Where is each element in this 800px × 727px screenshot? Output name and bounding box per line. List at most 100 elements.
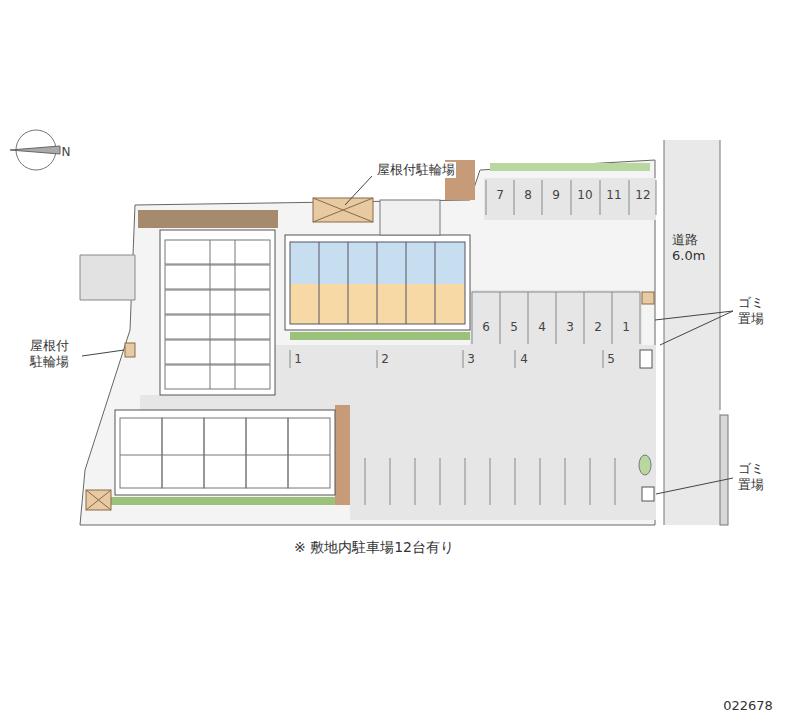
parking-area — [470, 290, 642, 345]
stall-line — [472, 292, 640, 293]
stall-number: 1 — [294, 352, 302, 367]
parking-area — [350, 405, 656, 520]
stall-line — [515, 350, 516, 368]
shelter — [86, 490, 111, 510]
stall-line — [486, 180, 487, 215]
stall-line — [656, 180, 657, 215]
stall-number: 4 — [538, 320, 546, 335]
stall-number: 3 — [566, 320, 574, 335]
unit — [165, 365, 270, 389]
stall-line — [514, 180, 515, 215]
hedge — [490, 163, 650, 171]
leader-lines — [82, 176, 733, 494]
compass — [10, 130, 60, 170]
stall-line — [571, 180, 572, 215]
unit — [165, 290, 270, 314]
stall-line — [528, 292, 529, 344]
shelter — [642, 292, 654, 304]
stall-number: 9 — [552, 188, 560, 203]
parking-area — [484, 178, 656, 220]
stall-number: 6 — [482, 320, 490, 335]
building-outline — [115, 410, 335, 495]
stall-line — [500, 292, 501, 344]
unit-wall — [377, 242, 378, 324]
stall-number: 7 — [496, 188, 504, 203]
stall-number: 11 — [606, 188, 621, 203]
unit-wall — [435, 242, 436, 324]
stall-line — [415, 458, 416, 505]
hedge — [95, 497, 335, 505]
garbage-station — [642, 487, 654, 501]
road — [664, 140, 720, 525]
callout-label: 屋根付駐輪場 — [376, 162, 456, 178]
unit — [120, 418, 162, 488]
units — [290, 242, 465, 324]
hedge — [290, 332, 470, 340]
road-edge — [720, 415, 728, 525]
building — [115, 410, 335, 495]
road-edge — [664, 140, 665, 525]
unit — [288, 418, 330, 488]
garbage-station — [640, 350, 652, 368]
stall-number: 1 — [622, 320, 630, 335]
unit — [165, 240, 270, 264]
driveway — [140, 395, 350, 410]
stall-line — [390, 458, 391, 505]
bike-shelter — [86, 198, 654, 510]
leader-line — [345, 176, 372, 205]
stall-line — [612, 292, 613, 344]
stall-line — [590, 458, 591, 505]
stall-number: 2 — [381, 352, 389, 367]
stall-number: 5 — [510, 320, 518, 335]
caption: ※ 敷地内駐車場12台有り — [294, 539, 454, 557]
unit-wall — [120, 455, 330, 456]
stall-number: 4 — [520, 352, 528, 367]
stall-line — [472, 292, 473, 344]
stall-line — [542, 180, 543, 215]
stall-number: 5 — [607, 352, 615, 367]
stall-line — [600, 180, 601, 215]
leader-line — [655, 311, 733, 320]
stall-number: 10 — [577, 188, 592, 203]
stall-line — [584, 292, 585, 344]
stall-line — [540, 458, 541, 505]
stall-line — [556, 292, 557, 344]
units — [120, 418, 330, 488]
leader-line — [82, 350, 124, 356]
shelter-cross — [86, 490, 111, 510]
map-id: 022678 — [723, 698, 773, 714]
unit — [204, 418, 246, 488]
side-road — [80, 255, 135, 300]
callout-label: ゴミ 置場 — [738, 295, 770, 328]
tree — [639, 455, 651, 475]
shelter-cross — [313, 198, 373, 222]
unit — [165, 265, 270, 289]
stall-line — [640, 292, 641, 344]
callout-label: ゴミ 置場 — [738, 461, 770, 494]
stairs — [380, 200, 440, 235]
unit — [165, 315, 270, 339]
leader-line — [656, 478, 733, 494]
brick-walk — [138, 210, 278, 228]
callout-label: 屋根付 駐輪場 — [30, 338, 80, 371]
unit-wall — [319, 242, 320, 324]
stall-line — [440, 458, 441, 505]
unit — [162, 418, 204, 488]
stall-line — [565, 458, 566, 505]
stall-line — [515, 458, 516, 505]
site-boundary — [80, 160, 655, 525]
unit-wall — [235, 240, 236, 389]
building — [160, 230, 275, 395]
unit — [165, 340, 270, 364]
building-outline — [285, 235, 470, 330]
unit-outline — [290, 242, 465, 324]
compass-needle — [10, 146, 60, 154]
stall-number: 8 — [524, 188, 532, 203]
stall-line — [290, 350, 291, 368]
stall-line — [490, 458, 491, 505]
stall-line — [377, 350, 378, 368]
stall-number: 12 — [635, 188, 650, 203]
stall-line — [629, 180, 630, 215]
road-label: 道路 6.0m — [672, 232, 717, 265]
shelter — [313, 198, 373, 222]
